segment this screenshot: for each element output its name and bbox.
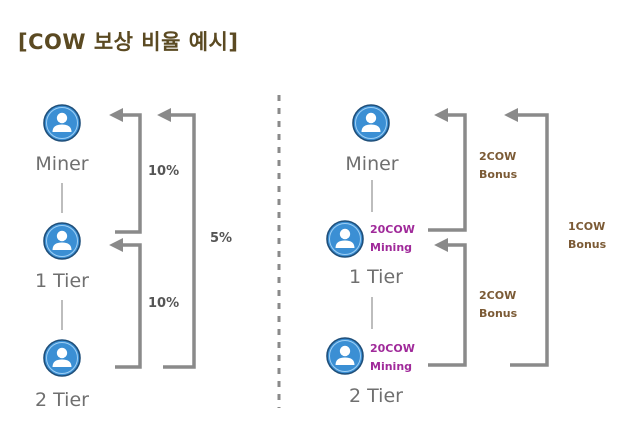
reward-arrow <box>157 108 196 369</box>
user-icon <box>326 337 364 375</box>
user-icon <box>352 104 390 142</box>
user-icon <box>43 222 81 260</box>
percent-label: 5% <box>210 231 232 246</box>
bonus-label: 2COW <box>479 150 516 163</box>
reward-arrow <box>109 108 142 234</box>
node-label-tier2: 2 Tier <box>35 389 89 411</box>
reward-arrow <box>504 108 549 367</box>
node-label-tier2: 2 Tier <box>349 385 403 407</box>
percent-label: 10% <box>148 164 179 179</box>
mining-label: Mining <box>370 241 412 254</box>
node-label-tier1: 1 Tier <box>35 270 89 292</box>
node-label-tier1: 1 Tier <box>349 266 403 288</box>
mining-label: 20COW <box>370 342 415 355</box>
node-label-miner: Miner <box>35 153 88 175</box>
left-side: Miner 1 Tier 2 Tier 10% 10% 5% <box>35 104 232 411</box>
percent-label: 10% <box>148 296 179 311</box>
bonus-label: Bonus <box>568 238 607 251</box>
bonus-label: 1COW <box>568 220 605 233</box>
mining-label: 20COW <box>370 223 415 236</box>
user-icon <box>326 220 364 258</box>
bonus-label: Bonus <box>479 168 518 181</box>
bonus-label: 2COW <box>479 289 516 302</box>
bonus-label: Bonus <box>479 307 518 320</box>
reward-arrow <box>109 238 142 369</box>
right-side: Miner 1 Tier 2 Tier 20COW Mining 20COW M… <box>326 104 607 407</box>
diagram-title: [COW 보상 비율 예시] <box>18 30 239 54</box>
node-label-miner: Miner <box>345 153 398 175</box>
user-icon <box>43 104 81 142</box>
reward-arrow <box>428 238 467 367</box>
user-icon <box>43 339 81 377</box>
mining-label: Mining <box>370 360 412 373</box>
reward-arrow <box>428 108 467 232</box>
